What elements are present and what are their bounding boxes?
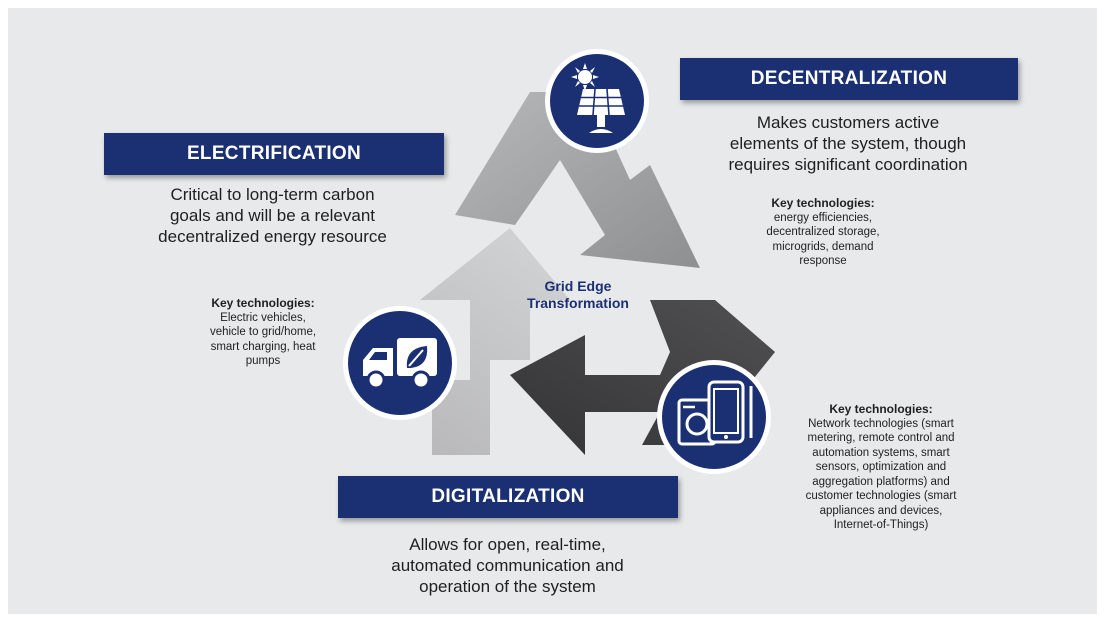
truck-leaf-icon (343, 306, 457, 420)
decentralization-key-technologies: Key technologies: energy efficiencies, d… (766, 196, 880, 267)
center-label: Grid Edge Transformation (527, 278, 629, 311)
digitalization-key-technologies: Key technologies: Network technologies (… (805, 402, 957, 531)
electrification-title: ELECTRIFICATION (186, 143, 362, 164)
decentralization-banner: DECENTRALIZATION (680, 58, 1018, 100)
digitalization-banner: DIGITALIZATION (338, 476, 678, 518)
digitalization-description: Allows for open, real-time, automated co… (391, 535, 624, 596)
decentralization-arrow (455, 92, 700, 268)
electrification-description: Critical to long-term carbon goals and w… (158, 185, 387, 246)
smart-devices-icon (657, 360, 771, 474)
electrification-key-technologies: Key technologies: Electric vehicles, veh… (209, 296, 317, 367)
decentralization-description: Makes customers active elements of the s… (728, 113, 968, 174)
decentralization-title: DECENTRALIZATION (750, 68, 948, 89)
digitalization-title: DIGITALIZATION (431, 486, 585, 507)
electrification-banner: ELECTRIFICATION (104, 133, 444, 175)
solar-panel-icon (545, 49, 649, 153)
electrification-arrow (420, 228, 570, 455)
